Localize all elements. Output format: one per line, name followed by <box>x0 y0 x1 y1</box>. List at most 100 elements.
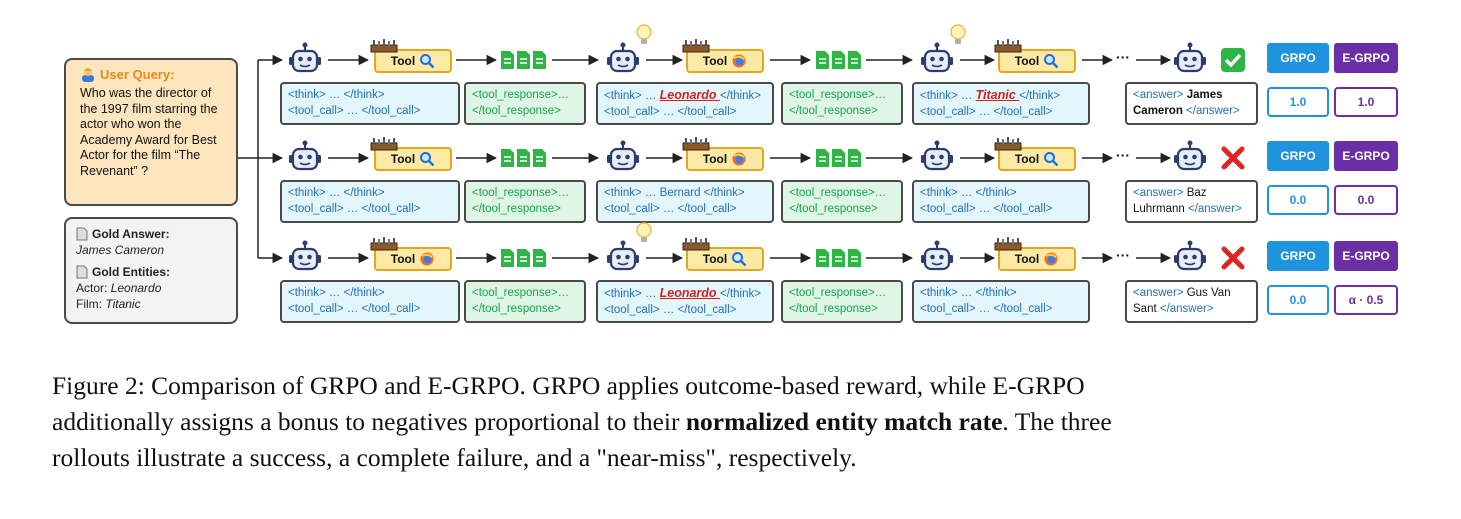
document-icon <box>76 265 88 279</box>
grpo-header: GRPO <box>1267 141 1329 171</box>
think-open: <think> … <box>604 90 660 102</box>
gold-answer-header: Gold Answer: <box>76 226 226 242</box>
answer-value: James <box>1186 89 1223 101</box>
tool-response-box: <tool_response>…</tool_response> <box>464 180 586 223</box>
browser-icon <box>1044 252 1058 266</box>
answer-close: </answer> <box>1187 203 1242 215</box>
tool-call-line: <tool_call> … </tool_call> <box>920 106 1053 118</box>
caption-line-2: additionally assigns a bonus to negative… <box>52 407 1112 436</box>
tool-response-open: <tool_response>… <box>472 89 570 101</box>
think-line: <think> … </think> <box>920 185 1082 201</box>
user-query-label: User Query: <box>100 66 175 82</box>
answer-open: <answer> <box>1133 89 1187 101</box>
ellipsis: ··· <box>1116 147 1130 163</box>
think-content: Leonardo <box>659 286 721 300</box>
browser-icon <box>420 252 434 266</box>
gold-entities-header: Gold Entities: <box>76 264 226 280</box>
tool-label: Tool <box>390 152 416 166</box>
check-icon <box>1221 48 1245 72</box>
tool-label: Tool <box>702 54 728 68</box>
robot-agent-icon <box>607 140 639 171</box>
think-open: <think> … <box>604 187 660 199</box>
think-close: </think> <box>975 287 1017 299</box>
answer-value: Gus Van <box>1186 287 1231 299</box>
tool-response-close: </tool_response> <box>789 203 878 215</box>
tool-response-box: <tool_response>…</tool_response> <box>781 180 903 223</box>
tool-response-box: <tool_response>…</tool_response> <box>464 280 586 323</box>
egrpo-score: 0.0 <box>1334 185 1398 215</box>
toolbox-icon <box>994 237 1022 251</box>
answer-line-2: Luhrmann </answer> <box>1133 201 1250 217</box>
robot-agent-icon <box>289 140 321 171</box>
robot-agent-icon <box>921 240 953 271</box>
robot-agent-icon <box>607 240 639 271</box>
tool-call-line: <tool_call> … </tool_call> <box>920 303 1053 315</box>
answer-line-1: <answer> Gus Van <box>1133 285 1250 301</box>
toolbox-icon <box>994 39 1022 53</box>
figure-caption: Figure 2: Comparison of GRPO and E-GRPO.… <box>52 368 1422 476</box>
toolbox-icon <box>994 137 1022 151</box>
tool-box-browse: Tool <box>994 237 1076 271</box>
user-query-title: User Query: <box>80 66 226 82</box>
tool-response-close: </tool_response> <box>472 203 561 215</box>
lightbulb-icon <box>636 222 652 242</box>
tool-label: Tool <box>702 152 728 166</box>
tool-label: Tool <box>702 252 728 266</box>
think-box: <think> … </think> <tool_call> … </tool_c… <box>912 280 1090 323</box>
magnifier-icon <box>1044 152 1059 167</box>
think-box: <think> … </think><tool_call> … </tool_c… <box>280 82 460 125</box>
tool-box-search: Tool <box>370 39 452 73</box>
answer-close: </answer> <box>1159 303 1214 315</box>
documents-icon <box>816 51 861 69</box>
think-content: Titanic <box>975 88 1020 102</box>
grpo-score: 1.0 <box>1267 87 1329 117</box>
answer-line-2: Sant </answer> <box>1133 301 1250 317</box>
tool-label: Tool <box>390 252 416 266</box>
gold-info-box: Gold Answer: James Cameron Gold Entities… <box>64 217 238 324</box>
grpo-header: GRPO <box>1267 43 1329 73</box>
toolbox-icon <box>682 137 710 151</box>
toolbox-icon <box>682 39 710 53</box>
magnifier-icon <box>732 252 747 267</box>
gold-answer-label: Gold Answer: <box>92 227 170 241</box>
caption-line-3: rollouts illustrate a success, a complet… <box>52 443 857 472</box>
tool-call-line: <tool_call> … </tool_call> <box>604 106 737 118</box>
think-open: <think> … <box>920 187 976 199</box>
tool-call-line: <tool_call> … </tool_call> <box>288 303 421 315</box>
egrpo-header: E-GRPO <box>1334 141 1398 171</box>
documents-icon <box>816 249 861 267</box>
ellipsis: ··· <box>1116 247 1130 263</box>
think-line: <think> … Titanic </think> <box>920 87 1082 104</box>
gold-entities-label: Gold Entities: <box>92 265 170 279</box>
tool-response-close: </tool_response> <box>472 105 561 117</box>
think-line: <think> … </think> <box>288 185 452 201</box>
ellipsis: ··· <box>1116 49 1130 65</box>
tool-box-search: Tool <box>370 137 452 171</box>
think-close: </think> <box>720 288 761 300</box>
think-line: <think> … </think> <box>288 285 452 301</box>
robot-agent-icon <box>607 42 639 73</box>
documents-icon <box>501 249 546 267</box>
think-box: <think> … </think> <tool_call> … </tool_c… <box>280 180 460 223</box>
magnifier-icon <box>1044 54 1059 69</box>
cross-icon <box>1221 146 1245 170</box>
think-line: <think> … Leonardo </think> <box>604 285 766 302</box>
think-close: </think> <box>343 187 385 199</box>
tool-box-search: Tool <box>682 237 764 271</box>
tool-response-close: </tool_response> <box>472 303 561 315</box>
tool-response-close: </tool_response> <box>789 105 878 117</box>
caption-line-1: Figure 2: Comparison of GRPO and E-GRPO.… <box>52 371 1085 400</box>
tool-call-line: <tool_call> … </tool_call> <box>288 203 421 215</box>
gold-entity-actor: Actor: Leonardo <box>76 281 162 295</box>
egrpo-score: α · 0.5 <box>1334 285 1398 315</box>
gold-entity-film: Film: Titanic <box>76 297 141 311</box>
tool-response-box: <tool_response>…</tool_response> <box>781 82 903 125</box>
toolbox-icon <box>370 39 398 53</box>
think-line: <think> … </think> <box>920 285 1082 301</box>
tool-response-box: <tool_response>… </tool_response> <box>464 82 586 125</box>
robot-agent-icon <box>921 140 953 171</box>
tool-label: Tool <box>1014 252 1040 266</box>
robot-agent-icon <box>289 240 321 271</box>
